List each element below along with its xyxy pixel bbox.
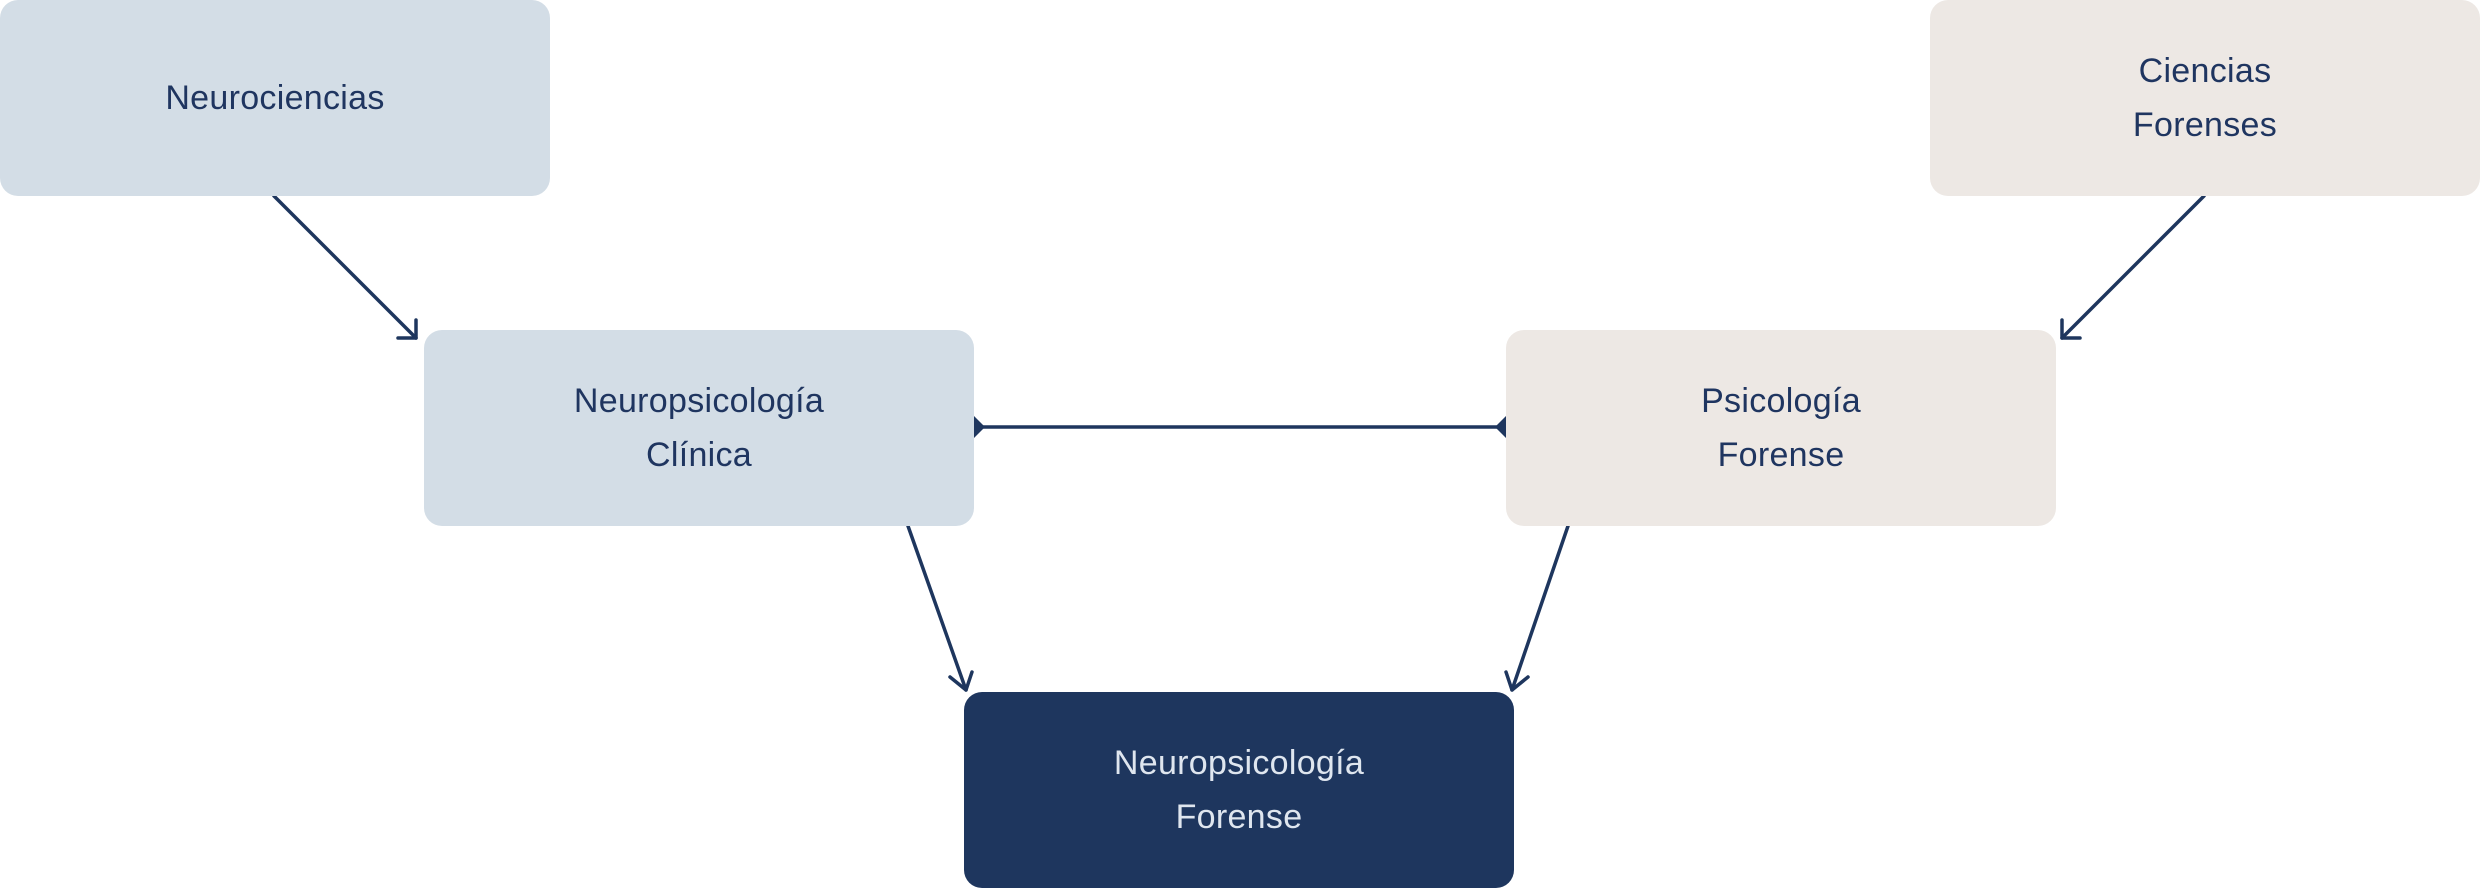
- node-neurociencias: Neurociencias: [0, 0, 550, 196]
- node-neuropsicologia-clinica: Neuropsicología Clínica: [424, 330, 974, 526]
- edge-clinica-to-neuro-forense: [906, 524, 968, 692]
- arrowhead-psicologia: [2060, 318, 2082, 340]
- node-label-line: Forense: [1175, 798, 1303, 836]
- arrowhead-neuro-forense-right: [1504, 670, 1530, 692]
- arrowhead-clinica: [396, 318, 418, 340]
- node-neuropsicologia-forense: Neuropsicología Forense: [964, 692, 1514, 888]
- node-label-line: Neuropsicología: [573, 382, 825, 420]
- arrowhead-neuro-forense-left: [948, 670, 974, 692]
- node-label-line: Clínica: [645, 436, 753, 474]
- node-psicologia-forense: Psicología Forense: [1506, 330, 2056, 526]
- edge-neurociencias-to-clinica: [272, 194, 418, 340]
- node-label-line: Ciencias: [2138, 52, 2272, 90]
- edge-psicologia-to-neuro-forense: [1510, 524, 1570, 692]
- node-label-line: Neuropsicología: [1113, 744, 1365, 782]
- edge-ciencias-forenses-to-psicologia: [2060, 194, 2206, 340]
- node-label-line: Forense: [1717, 436, 1845, 474]
- node-label-line: Neurociencias: [165, 79, 385, 117]
- node-label-line: Psicología: [1701, 382, 1861, 420]
- node-ciencias-forenses: Ciencias Forenses: [1930, 0, 2480, 196]
- node-label-line: Forenses: [2132, 106, 2278, 144]
